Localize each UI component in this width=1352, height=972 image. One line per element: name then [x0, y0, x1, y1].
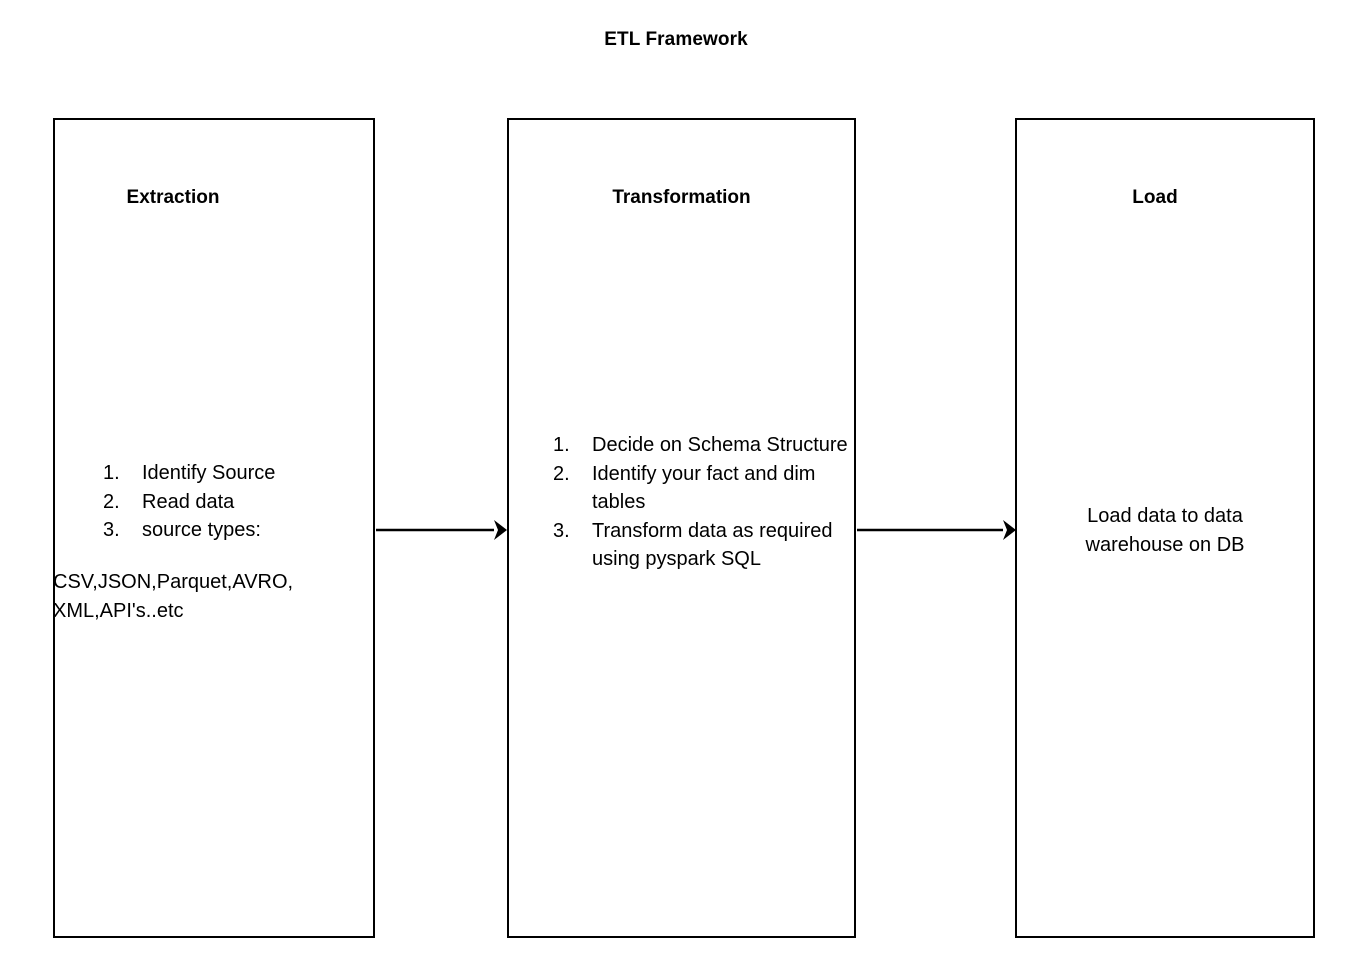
- list-marker: 2.: [103, 490, 120, 513]
- list-item: 3. Transform data as required using pysp…: [553, 517, 853, 574]
- stage-heading-load: Load: [1132, 187, 1178, 208]
- list-item: 1. Identify Source: [103, 459, 368, 488]
- list-item-text: Identify your fact and dim tables: [592, 462, 816, 514]
- load-body-text: Load data to data warehouse on DB: [1085, 505, 1245, 556]
- list-marker: 3.: [103, 519, 120, 541]
- list-item-text: Identify Source: [142, 462, 276, 484]
- extraction-step-list: 1. Identify Source 2. Read data 3. sourc…: [103, 459, 368, 545]
- list-marker: 1.: [103, 462, 120, 484]
- list-item-text: Decide on Schema Structure: [592, 434, 848, 456]
- extraction-source-types-note: CSV,JSON,Parquet,AVRO, XML,API's..etc: [53, 571, 294, 622]
- stage-box-transformation[interactable]: [507, 118, 856, 938]
- list-item-text: source types:: [142, 519, 261, 541]
- list-item-text: Read data: [142, 490, 235, 513]
- arrow-transformation-to-load: [857, 520, 1016, 540]
- list-item: 2. Identify your fact and dim tables: [553, 460, 853, 517]
- list-marker: 1.: [553, 434, 570, 456]
- list-item: 2. Read data: [103, 488, 368, 517]
- list-item: 3. source types:: [103, 516, 368, 545]
- arrow-extraction-to-transformation: [376, 520, 507, 540]
- stage-heading-extraction: Extraction: [126, 187, 220, 208]
- list-marker: 3.: [553, 519, 570, 542]
- list-item-text: Transform data as required using pyspark…: [592, 519, 833, 571]
- stage-box-load[interactable]: [1015, 118, 1315, 938]
- stage-heading-transformation: Transformation: [612, 187, 751, 208]
- list-item: 1. Decide on Schema Structure: [553, 431, 853, 460]
- stage-box-extraction[interactable]: [53, 118, 375, 938]
- transformation-step-list: 1. Decide on Schema Structure 2. Identif…: [553, 431, 853, 574]
- page-title: ETL Framework: [604, 29, 748, 50]
- list-marker: 2.: [553, 462, 570, 485]
